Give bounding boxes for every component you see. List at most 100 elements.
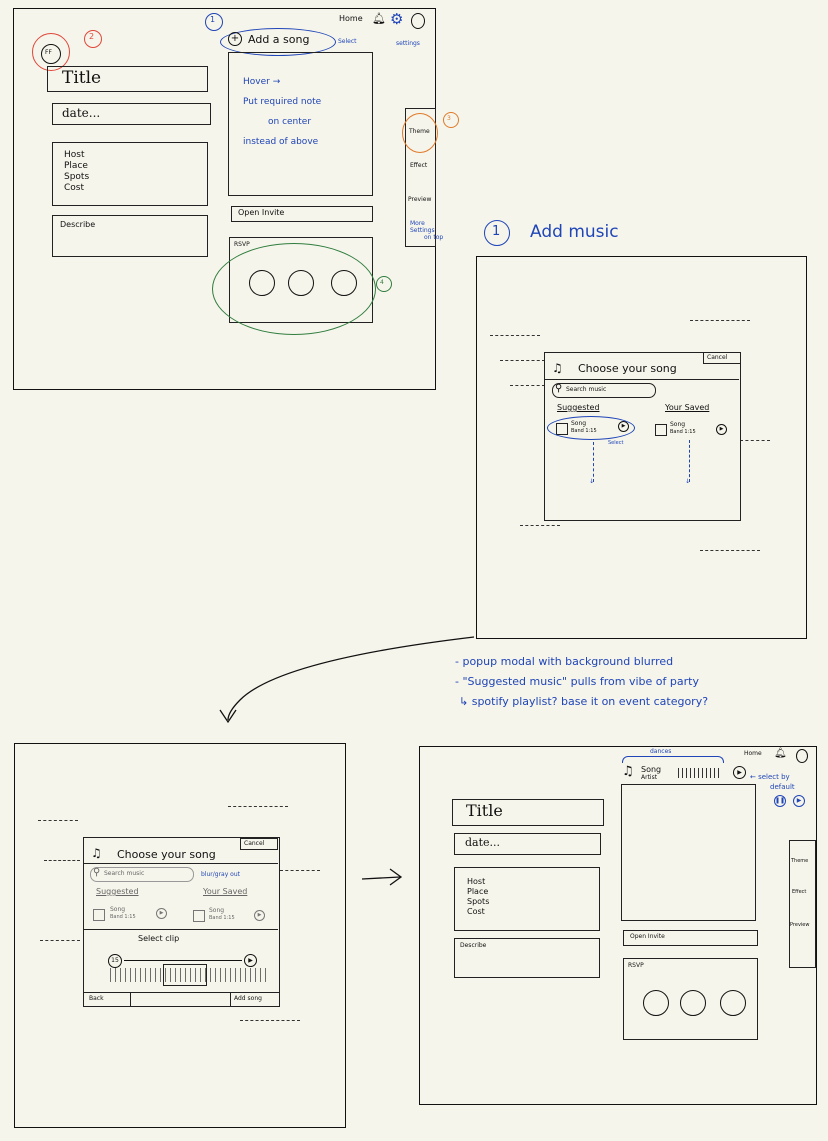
add-song-button[interactable] [230, 992, 280, 1007]
modal-2-song-2-artist: Band 1:15 [209, 915, 235, 921]
select-default-note: ← select by default [750, 772, 795, 792]
decline-icon-3[interactable] [720, 990, 746, 1016]
detail-spots-3: Spots [467, 897, 490, 906]
title-field-3[interactable] [452, 799, 604, 826]
mini-waveform [678, 768, 722, 778]
clip-slider-track[interactable] [124, 960, 242, 961]
search-icon: ⚲ [555, 383, 563, 394]
footer-divider [83, 992, 278, 993]
modal-2-song-1-play-icon[interactable]: ▶ [156, 908, 167, 919]
modal-2-title: Choose your song [117, 848, 216, 861]
modal-2-cancel-button[interactable] [240, 838, 278, 850]
rsvp-label: RSVP [234, 241, 250, 248]
profile-icon[interactable] [411, 13, 425, 29]
modal-2-song-1-title: Song [110, 906, 126, 913]
detail-place: Place [64, 161, 88, 171]
select-default-2: default [770, 783, 795, 791]
bell-icon-3[interactable]: 🔔︎ [774, 748, 787, 759]
section-number: 1 [492, 224, 501, 239]
describe-box[interactable] [52, 215, 208, 257]
date-field-3[interactable] [454, 833, 601, 855]
arrow-down-head [219, 709, 237, 724]
details-box[interactable] [52, 142, 208, 206]
describe-box-3[interactable] [454, 938, 600, 978]
modal-2-search-input[interactable] [90, 867, 194, 882]
side-tab-preview[interactable]: Preview [408, 196, 432, 203]
modal-1-title: Choose your song [578, 362, 677, 375]
blur2-line-4 [228, 806, 288, 807]
detail-spots: Spots [64, 172, 90, 182]
pause-icon[interactable]: ❚❚ [774, 795, 786, 807]
side-tab-preview-3[interactable]: Preview [790, 922, 810, 928]
marker-4: 4 [380, 279, 384, 286]
add-song-label-2: Add song [234, 995, 262, 1002]
play-icon-3[interactable]: ▶ [733, 766, 746, 779]
scroll-arrow-1: ↓ [589, 478, 595, 485]
nav-home-3[interactable]: Home [744, 750, 762, 757]
title-field[interactable] [47, 66, 208, 92]
blur-line-4 [690, 320, 750, 321]
marker-2: 2 [89, 32, 95, 41]
note-3: ↳ spotify playlist? base it on event cat… [459, 695, 709, 708]
song-name-3: Song [641, 765, 662, 774]
nav-home[interactable]: Home [339, 14, 363, 23]
blur-line-2 [500, 360, 545, 361]
clip-play-icon[interactable]: ▶ [244, 954, 257, 967]
modal-2-your-saved[interactable]: Your Saved [203, 887, 248, 896]
scroll-arrow-2: ↓ [685, 478, 691, 485]
modal-1-suggested[interactable]: Suggested [557, 403, 600, 412]
more-settings-1: More [410, 220, 425, 227]
play-icon-blue[interactable]: ▶ [793, 795, 805, 807]
modal-2-song-1-artist: Band 1:15 [110, 914, 136, 920]
detail-place-3: Place [467, 887, 489, 896]
details-list: Host Place Spots Cost [64, 150, 89, 194]
date-text: date... [62, 106, 101, 120]
open-invite-bar-3[interactable] [623, 930, 758, 946]
side-tab-effect[interactable]: Effect [410, 162, 428, 169]
bell-icon[interactable]: 🔔︎ [372, 12, 386, 25]
side-tab-theme[interactable]: Theme [409, 128, 430, 135]
side-panel-3 [789, 840, 816, 968]
marker-3: 3 [447, 115, 451, 122]
more-settings-3: on top [424, 234, 444, 241]
music-note-icon: ♫ [552, 361, 563, 375]
maybe-icon-3[interactable] [680, 990, 706, 1016]
detail-cost: Cost [64, 183, 85, 193]
modal-1-cancel-button[interactable] [703, 352, 741, 364]
modal-1-your-saved[interactable]: Your Saved [665, 403, 710, 412]
blur2-line-1 [38, 820, 78, 821]
modal-2-song-2-play-icon[interactable]: ▶ [254, 910, 265, 921]
detail-host-3: Host [467, 877, 486, 886]
settings-note: settings [396, 40, 420, 47]
details-box-3[interactable] [454, 867, 600, 931]
add-icon[interactable]: + [228, 32, 242, 46]
gear-icon[interactable]: ⚙ [390, 10, 404, 28]
song-2-play-icon[interactable]: ▶ [716, 424, 727, 435]
back-button[interactable] [83, 992, 131, 1007]
modal-2-cancel-label: Cancel [244, 840, 265, 847]
add-song-oval[interactable] [220, 28, 336, 56]
image-area [228, 52, 373, 196]
date-text-3: date... [465, 836, 501, 849]
marker-3-circle [443, 112, 459, 128]
thumbs-up-icon-3[interactable] [643, 990, 669, 1016]
section-title: Add music [530, 222, 619, 242]
hover-note-2: Put required note [243, 97, 322, 107]
side-tab-theme-3[interactable]: Theme [791, 858, 809, 864]
song-artist-3: Artist [641, 774, 658, 781]
clip-selector[interactable] [163, 964, 207, 986]
profile-icon-3[interactable] [796, 749, 808, 763]
select-clip-label: Select clip [138, 934, 180, 943]
modal-1-search-input[interactable] [552, 383, 656, 398]
side-panel [405, 108, 436, 247]
side-tab-effect-3[interactable]: Effect [792, 889, 807, 895]
date-field[interactable] [52, 103, 211, 125]
note-2: - "Suggested music" pulls from vibe of p… [455, 675, 699, 688]
details-list-3: Host Place Spots Cost [467, 877, 489, 917]
marker-1: 1 [210, 15, 216, 24]
modal-2-suggested[interactable]: Suggested [96, 887, 139, 896]
modal-1-frame [476, 256, 807, 639]
describe-text-3: Describe [460, 942, 487, 949]
open-invite-bar[interactable] [231, 206, 373, 222]
modal-2-divider [83, 863, 278, 864]
